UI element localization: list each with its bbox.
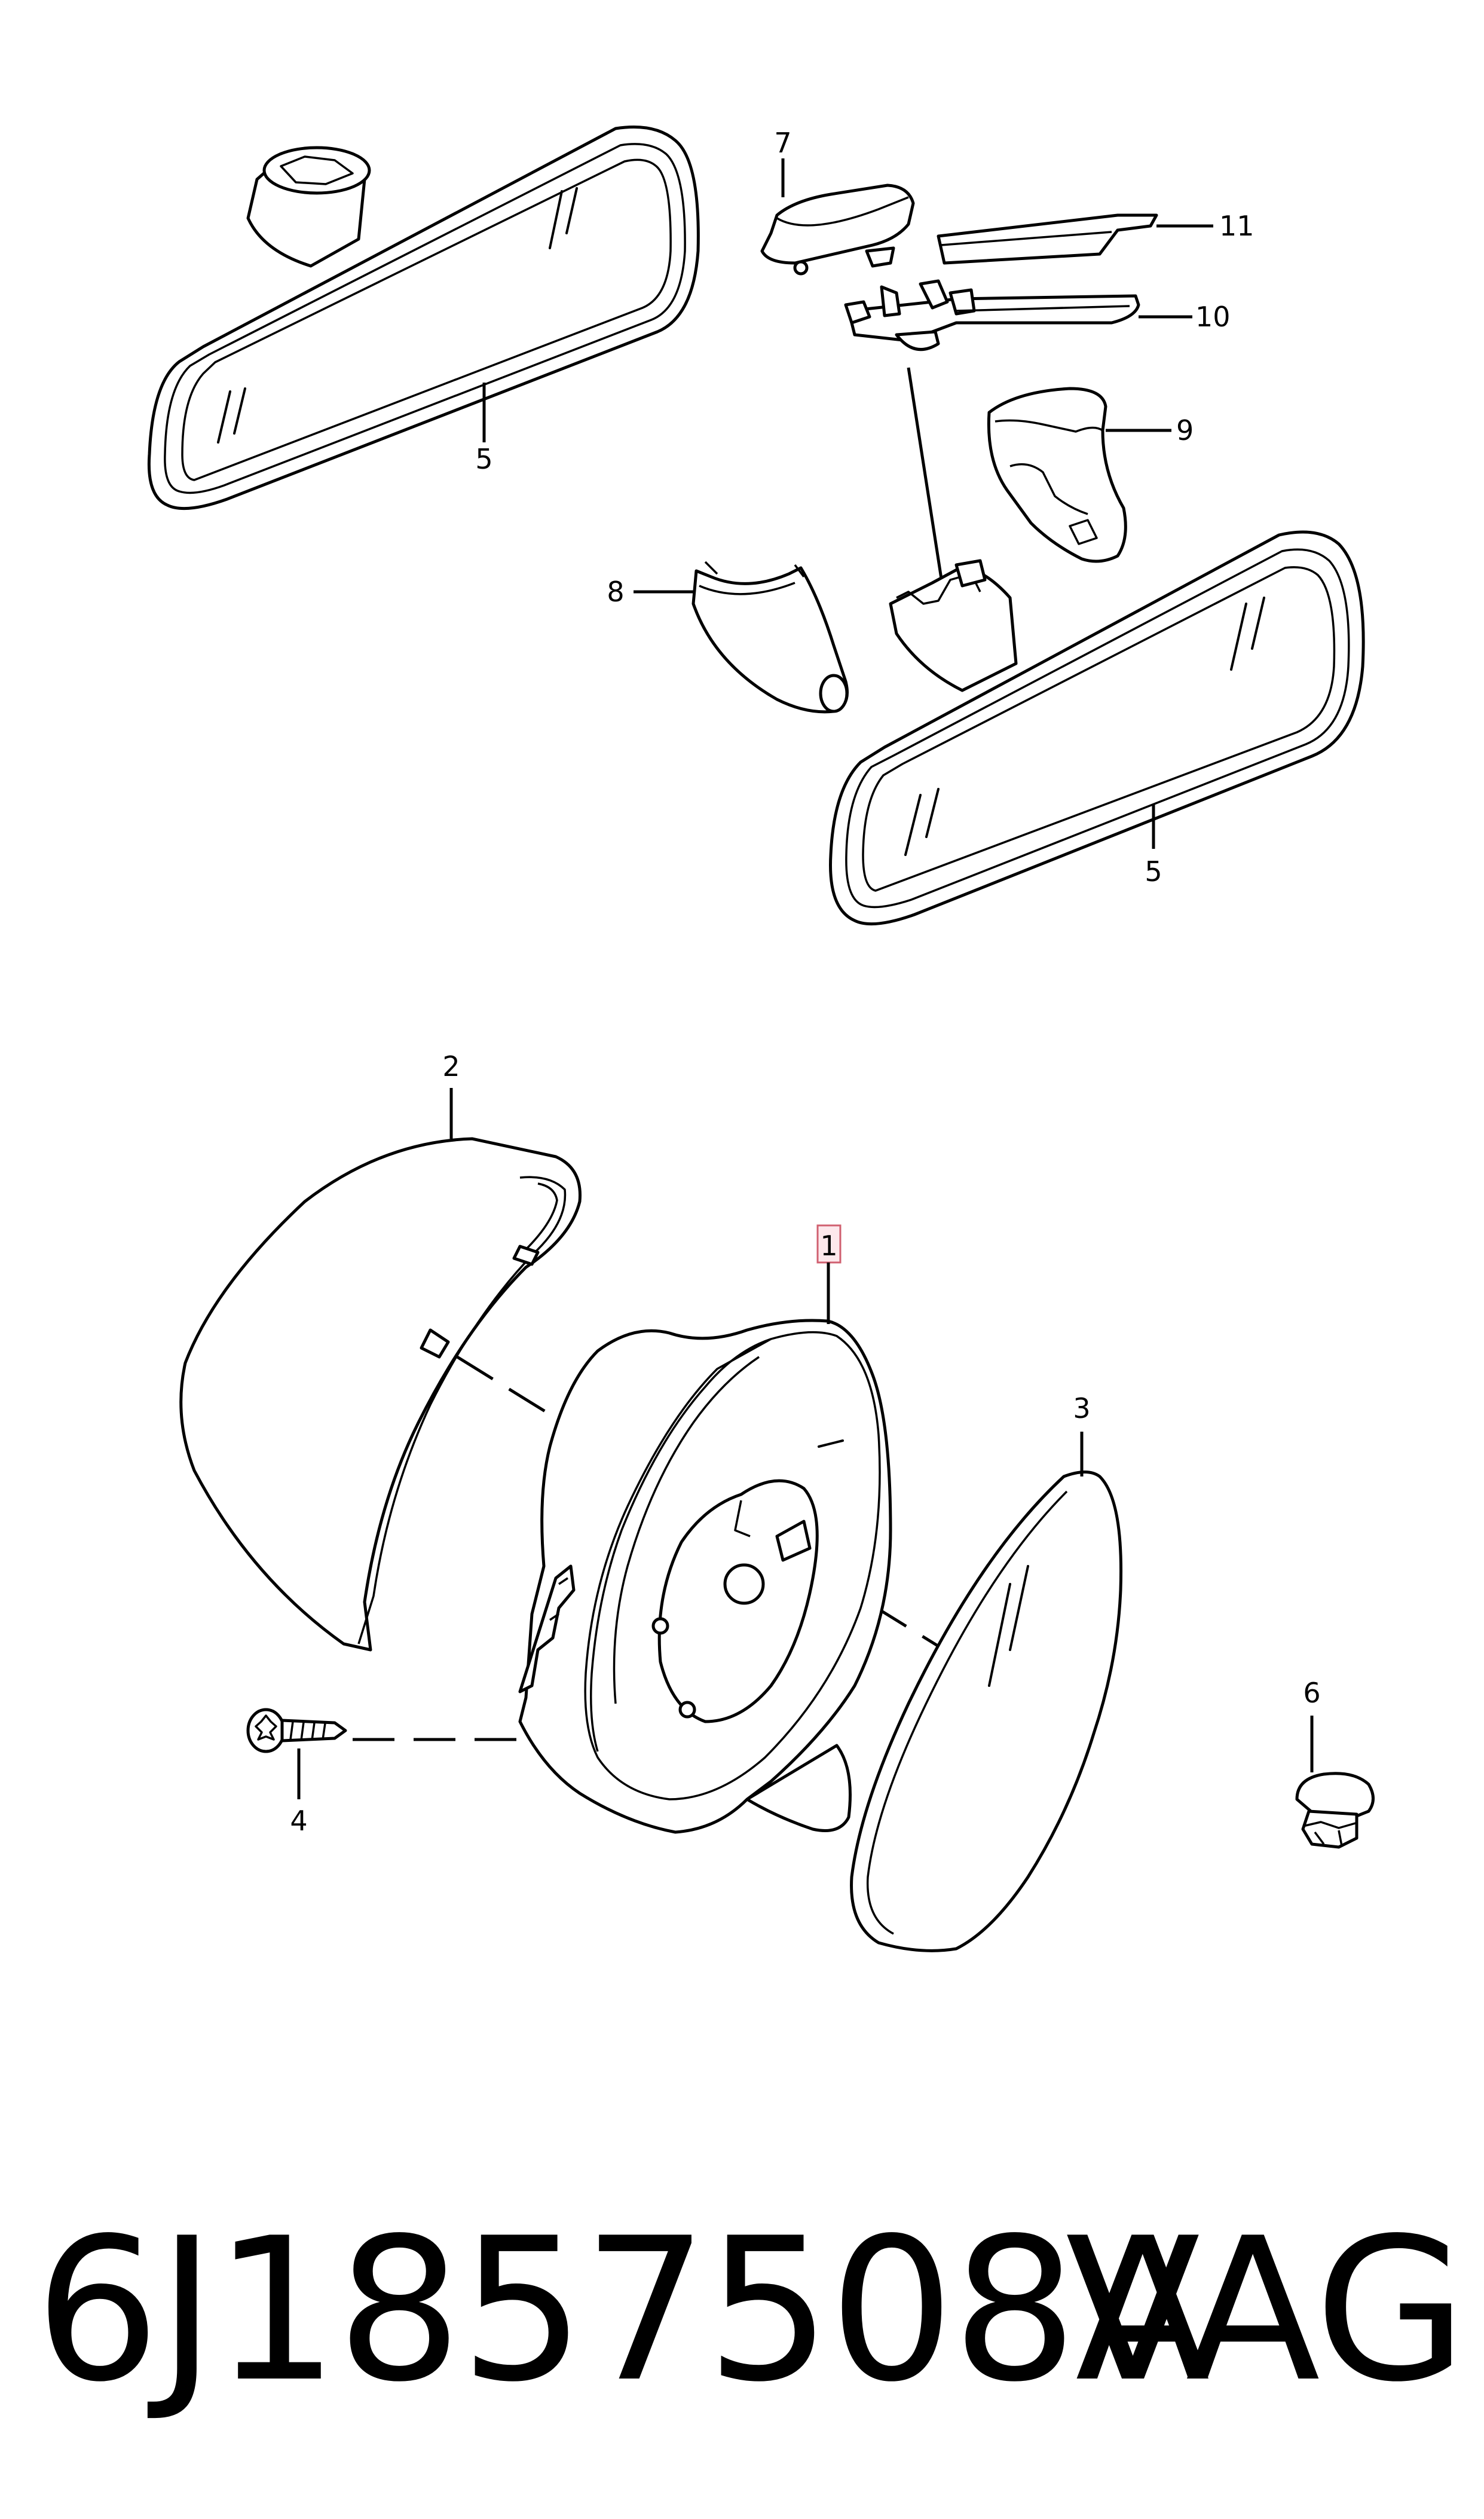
callout-2: 2 xyxy=(442,1050,460,1083)
screw-part-4 xyxy=(246,1708,347,1753)
callout-3: 3 xyxy=(1073,1392,1090,1424)
callout-8: 8 xyxy=(607,576,624,608)
cover-strip-part-11 xyxy=(937,213,1158,265)
callout-4: 4 xyxy=(290,1805,307,1837)
mount-cover-part-8 xyxy=(691,561,849,714)
callout-1: 1 xyxy=(820,1230,837,1262)
rear-view-mirror-upper xyxy=(147,126,700,510)
brand-name: VAG xyxy=(1065,2196,1467,2425)
callout-9: 9 xyxy=(1176,414,1194,447)
rear-view-mirror-lower xyxy=(829,530,1365,926)
mirror-glass-part-3 xyxy=(850,1471,1123,1952)
part-number: 6J1857508A xyxy=(35,2196,1210,2425)
leader-bracket-to-mount xyxy=(907,367,943,579)
clip-part-6 xyxy=(1295,1772,1375,1849)
mirror-housing-part-1 xyxy=(518,1319,892,1834)
bracket-part-10 xyxy=(844,279,1140,351)
mount-cover-part-9 xyxy=(987,387,1127,563)
mirror-cap-part-2 xyxy=(179,1137,582,1652)
sensor-cover-part-7 xyxy=(760,184,915,276)
callout-6: 6 xyxy=(1303,1677,1320,1709)
callout-5-bottom: 5 xyxy=(1145,855,1162,888)
callout-5-top: 5 xyxy=(475,443,492,475)
callout-10: 10 xyxy=(1195,301,1231,333)
callout-11: 11 xyxy=(1219,210,1254,242)
callout-7: 7 xyxy=(774,127,791,159)
exploded-parts-diagram: 5 7 11 10 9 8 xyxy=(147,126,1375,1952)
